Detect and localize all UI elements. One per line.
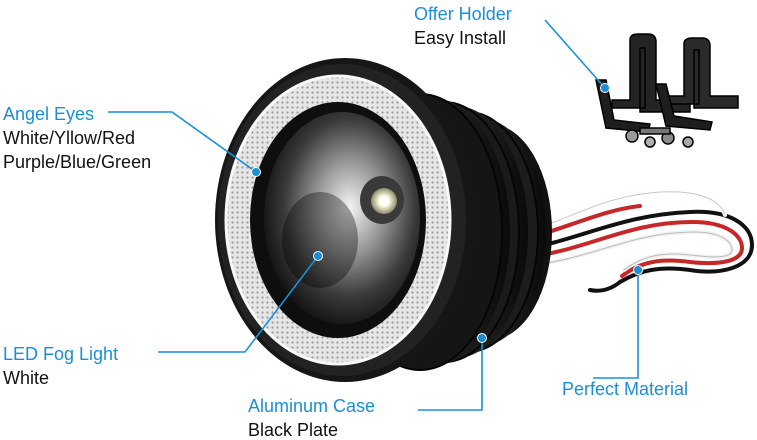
perfect-material-title: Perfect Material bbox=[562, 379, 689, 399]
fog-light-title: LED Fog Light bbox=[3, 344, 119, 364]
offer-holder-title: Offer Holder bbox=[414, 4, 512, 24]
fog-light-detail: White bbox=[3, 368, 50, 388]
aluminum-case-title: Aluminum Case bbox=[248, 396, 376, 416]
offer-holder-detail: Easy Install bbox=[414, 28, 507, 48]
led-chip-icon bbox=[360, 176, 404, 224]
angel-eye-ring-icon bbox=[224, 74, 452, 366]
callout-dot-icon bbox=[251, 83, 643, 343]
aluminum-case-detail: Black Plate bbox=[248, 420, 339, 440]
callout-leaders bbox=[108, 19, 639, 411]
angel-eyes-colors-1: White/Yllow/Red bbox=[3, 128, 136, 148]
angel-eyes-title: Angel Eyes bbox=[3, 104, 95, 124]
mounting-bracket-icon bbox=[595, 33, 739, 148]
angel-eyes-colors-2: Purple/Blue/Green bbox=[3, 152, 152, 172]
